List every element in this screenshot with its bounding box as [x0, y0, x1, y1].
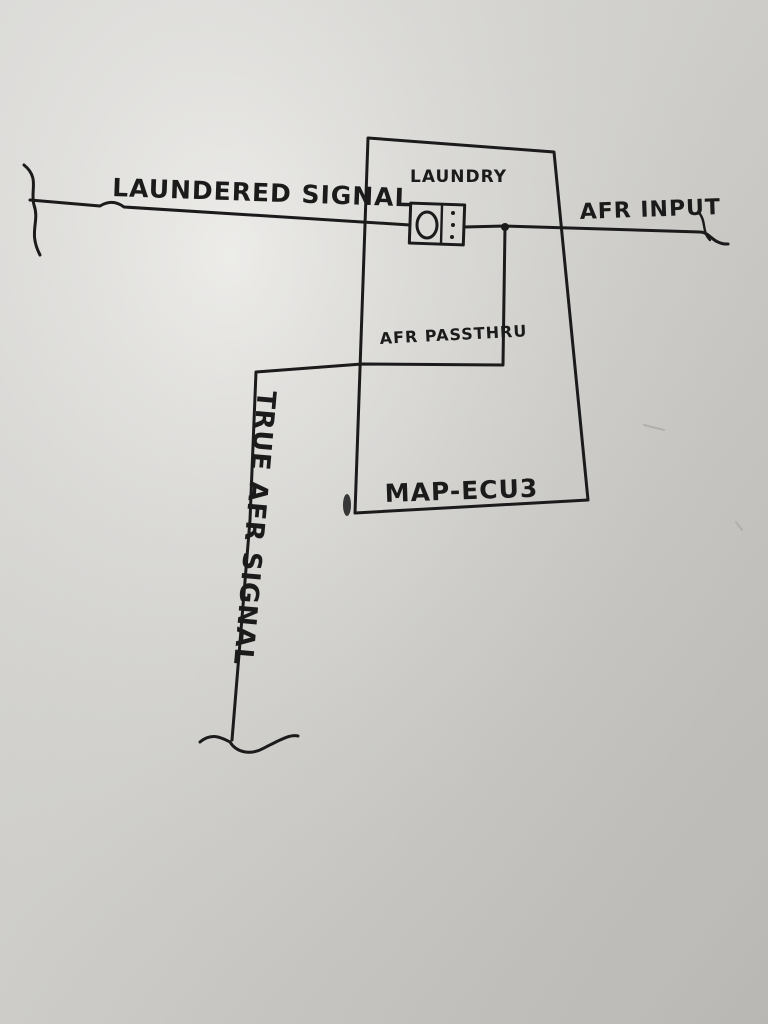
afr-input-label: AFR INPUT — [579, 195, 721, 225]
paper-smudge — [643, 424, 665, 431]
afr-passthru-wire — [230, 225, 507, 742]
right-wire-break — [698, 212, 712, 242]
paper-mark — [735, 521, 743, 531]
laundry-module-divider — [439, 204, 444, 246]
left-wire-break — [22, 163, 42, 257]
ink-blot — [343, 494, 351, 516]
laundry-module — [407, 201, 467, 247]
laundry-module-dot-mid — [451, 223, 455, 227]
map-ecu3-box — [353, 136, 590, 515]
bottom-wire-break — [198, 734, 300, 754]
map-ecu3-label: MAP-ECU3 — [384, 474, 539, 508]
afr-input-wire — [462, 224, 730, 246]
laundry-module-circle — [415, 210, 439, 240]
laundered-signal-wire — [28, 198, 412, 227]
laundry-module-dot-bottom — [450, 235, 454, 239]
laundry-module-dot-top — [451, 211, 455, 215]
laundry-label: LAUNDRY — [410, 167, 507, 187]
